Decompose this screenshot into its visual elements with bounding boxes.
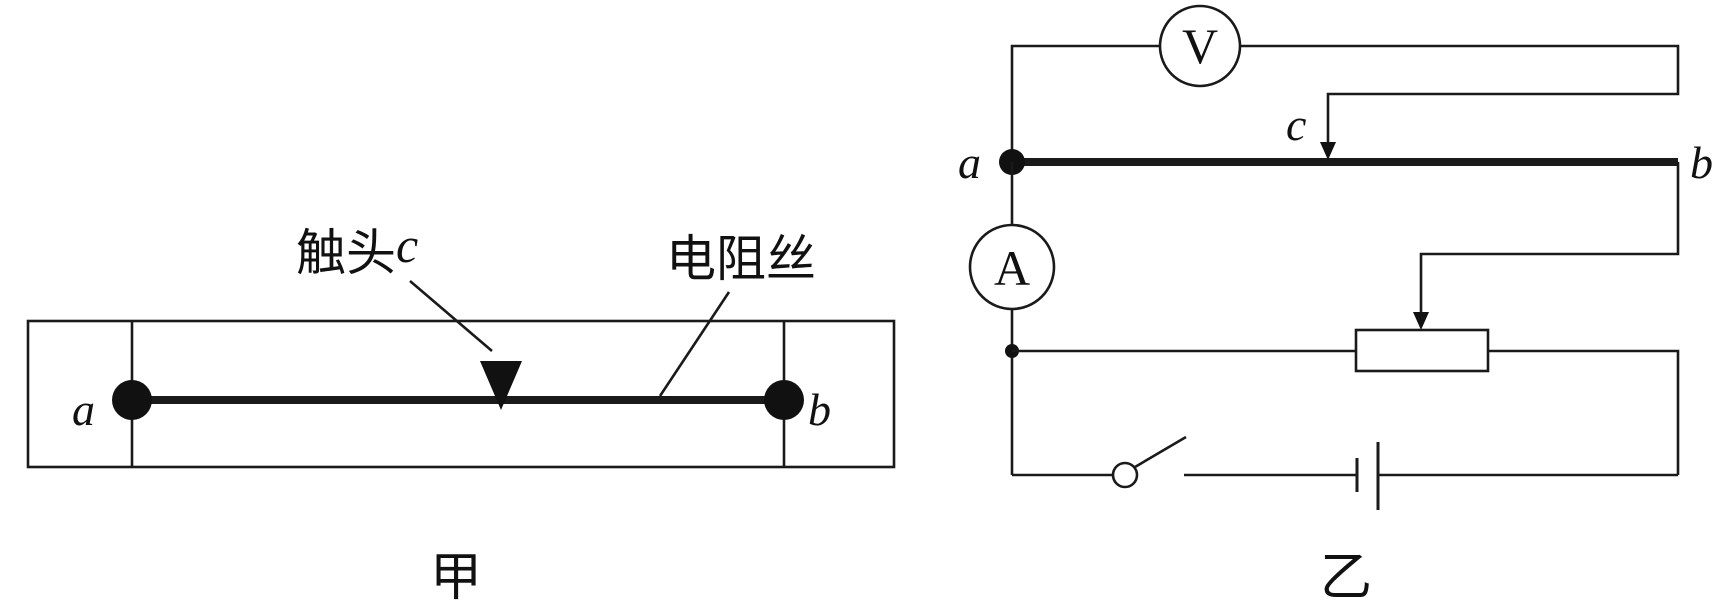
contact-c-arrowhead (1320, 142, 1336, 160)
wire-leader-line (658, 291, 731, 397)
voltmeter: V (1158, 4, 1242, 88)
voltmeter-label: V (1182, 18, 1218, 74)
terminal-a (112, 380, 152, 420)
label-b: b (808, 384, 831, 435)
voltmeter-right-wire (1240, 44, 1680, 148)
voltmeter-circle (1158, 4, 1242, 88)
label-a: a (72, 384, 95, 435)
label-c-right: c (1286, 99, 1306, 150)
label-resistance-wire: 电阻丝 (666, 230, 816, 288)
contact-leader-line (409, 280, 493, 352)
caption-jia: 甲 (430, 548, 482, 608)
terminal-b (764, 380, 804, 420)
rheostat-slider-arrowhead (1413, 312, 1429, 330)
switch-blade[interactable] (1134, 435, 1187, 469)
slider-wire (1419, 162, 1680, 318)
ammeter-label: A (994, 240, 1030, 296)
slider-contact-c[interactable] (480, 361, 522, 410)
board-outline (26, 319, 896, 469)
figure-left: a b 触头 c 电阻丝 甲 (26, 217, 896, 608)
switch-pivot (1111, 461, 1139, 489)
label-b-right: b (1690, 137, 1713, 188)
voltmeter-left-wire (1010, 44, 1160, 162)
ammeter: A (968, 223, 1056, 311)
figure-right: V a b c A 乙 (958, 4, 1713, 608)
rheostat (1354, 328, 1490, 373)
label-a-right: a (958, 137, 981, 188)
label-contact: 触头 (296, 224, 396, 282)
caption-yi: 乙 (1320, 548, 1372, 608)
rheostat-right-wire (1488, 349, 1680, 475)
label-contact-c: c (396, 217, 418, 273)
